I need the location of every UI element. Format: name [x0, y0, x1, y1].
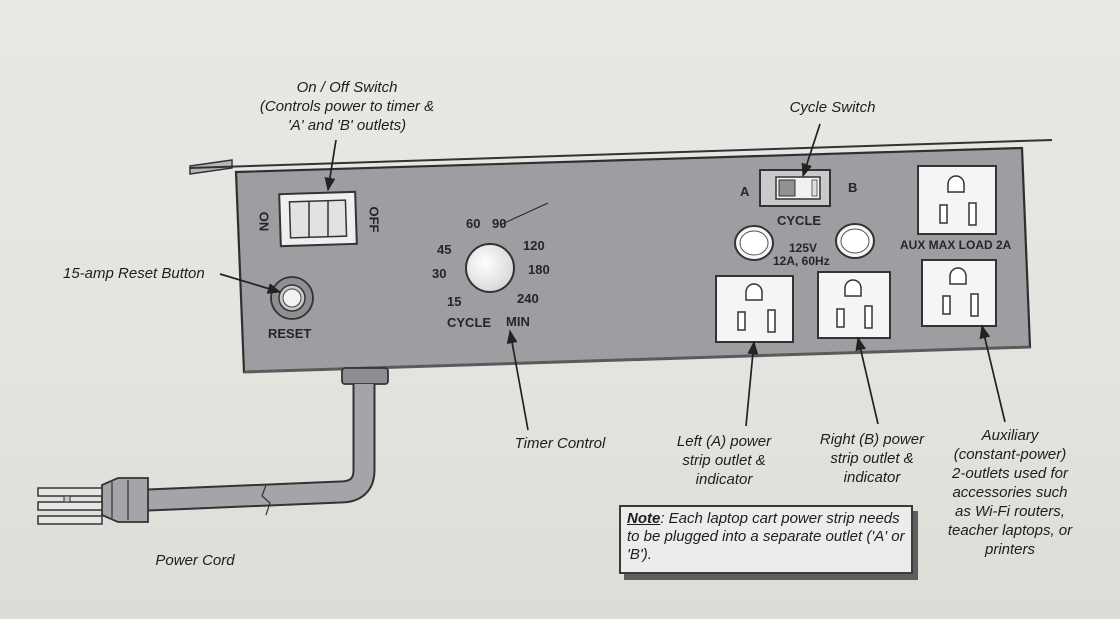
right-outlet-callout: Right (B) power strip outlet & indicator	[819, 431, 925, 486]
arrow-right-outlet	[855, 336, 879, 425]
cycle-b-label: B	[848, 180, 858, 195]
arrow-on-off	[324, 139, 337, 192]
dial-90: 90	[492, 216, 507, 231]
dial-15: 15	[447, 294, 462, 309]
cycle-label: CYCLE	[777, 213, 822, 228]
leader-lines	[219, 123, 1006, 431]
outlet-b	[817, 271, 891, 339]
switch-on-label: ON	[256, 211, 272, 232]
reset-button-callout: 15-amp Reset Button	[63, 265, 205, 282]
arrow-cycle-switch	[801, 123, 821, 178]
cycle-switch-callout: Cycle Switch	[789, 99, 876, 116]
dial-45: 45	[437, 242, 452, 257]
arrow-reset	[219, 273, 282, 294]
note-heading: Note	[627, 510, 661, 527]
left-outlet-callout: Left (A) power strip outlet & indicator	[676, 433, 772, 488]
rating-voltage: 125V	[789, 241, 818, 255]
cycle-switch[interactable]	[759, 169, 831, 207]
note-text: : Each laptop cart power strip needs to …	[627, 510, 905, 563]
outlet-aux-top	[917, 165, 997, 235]
outlet-aux-bottom	[921, 259, 997, 327]
reset-label: RESET	[268, 326, 312, 341]
indicator-a	[734, 225, 774, 261]
dial-60: 60	[466, 216, 481, 231]
power-panel	[234, 146, 1032, 374]
dial-120: 120	[523, 238, 545, 253]
aux-load-label: AUX MAX LOAD 2A	[900, 238, 1012, 252]
dial-pointer-line	[499, 202, 549, 226]
outlet-a	[715, 275, 794, 343]
cycle-a-label: A	[740, 184, 750, 199]
timer-control-callout: Timer Control	[514, 435, 606, 452]
arrow-auxiliary	[979, 324, 1006, 423]
reset-button[interactable]	[270, 276, 314, 320]
dial-240: 240	[517, 291, 539, 306]
dial-min-label: MIN	[506, 314, 530, 329]
timer-knob[interactable]	[465, 243, 515, 293]
on-off-switch-callout: On / Off Switch (Controls power to timer…	[259, 79, 435, 134]
power-cord	[37, 367, 389, 525]
power-cord-callout: Power Cord	[155, 552, 235, 569]
arrow-left-outlet	[745, 340, 759, 427]
dial-30: 30	[432, 266, 447, 281]
arrow-timer	[506, 329, 529, 431]
dial-cycle-label: CYCLE	[447, 315, 492, 330]
on-off-switch[interactable]	[278, 190, 358, 248]
dial-180: 180	[528, 262, 550, 277]
rating-current: 12A, 60Hz	[773, 254, 830, 268]
top-edge-line	[189, 139, 1053, 169]
note-box: Note: Each laptop cart power strip needs…	[619, 505, 913, 574]
indicator-b	[835, 223, 875, 259]
switch-off-label: OFF	[366, 206, 382, 233]
auxiliary-callout: Auxiliary (constant-power) 2-outlets use…	[947, 427, 1073, 558]
